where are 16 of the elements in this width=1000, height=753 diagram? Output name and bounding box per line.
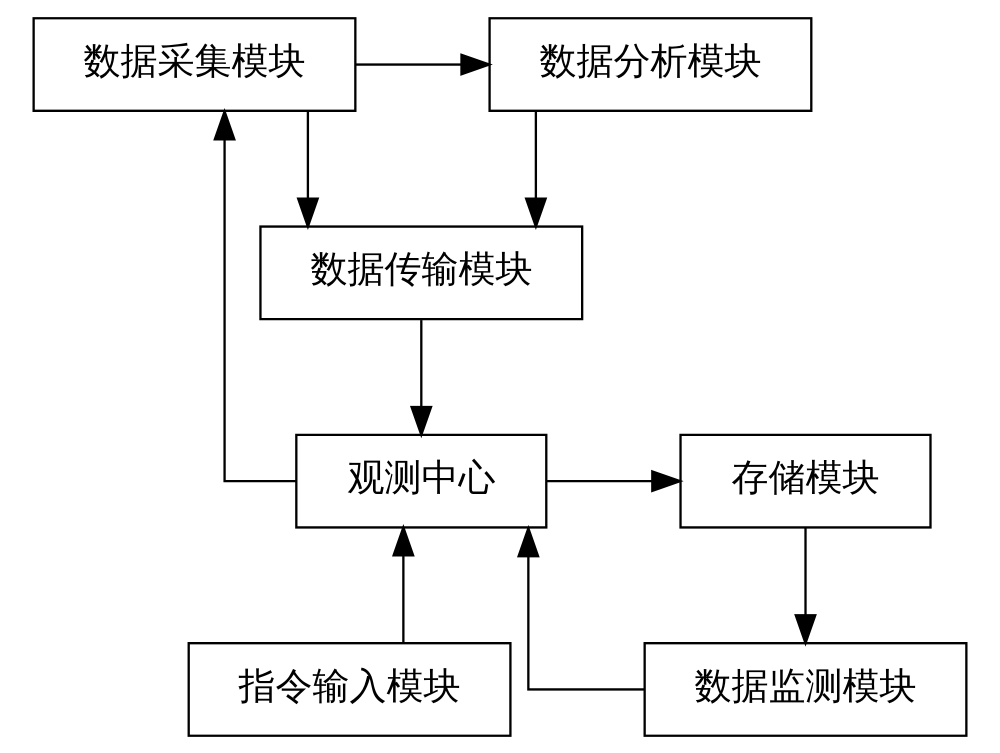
node-box: 数据分析模块 [488,16,812,112]
node-box: 指令输入模块 [188,642,512,736]
arrow [213,108,296,482]
arrow [524,111,548,230]
arrow [296,111,320,230]
node-box: 存储模块 [679,433,932,528]
arrow [410,320,433,438]
node-box: 数据监测模块 [644,642,968,736]
arrow [547,469,684,492]
node-box: 观测中心 [295,433,548,528]
arrow [517,524,644,690]
arrow [794,528,817,646]
arrow [356,52,493,76]
node-box: 数据传输模块 [259,224,584,320]
arrow [392,524,415,642]
node-box: 数据采集模块 [32,16,356,112]
